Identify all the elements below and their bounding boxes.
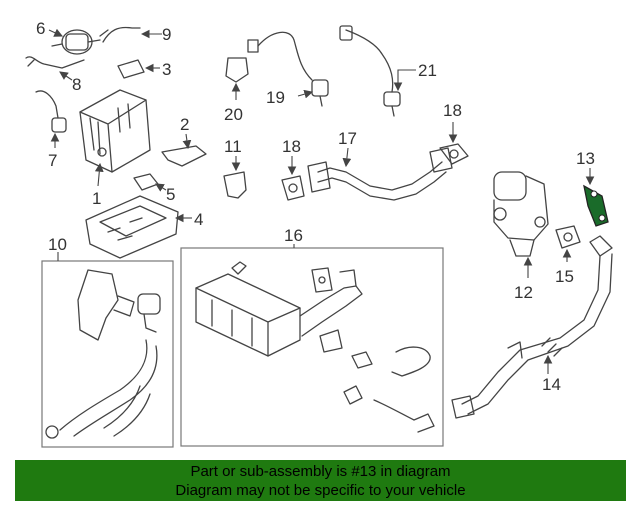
callout-10: 10	[48, 235, 67, 254]
callout-18-right: 18	[443, 101, 462, 120]
part-16-egr-cooler	[195, 261, 435, 433]
callout-15: 15	[555, 267, 574, 286]
callout-1: 1	[92, 189, 101, 208]
part-21-sensor	[339, 25, 401, 117]
callout-4: 4	[194, 210, 203, 229]
callout-7: 7	[48, 151, 57, 170]
callout-20: 20	[224, 105, 243, 124]
part-19-sensor	[257, 31, 329, 107]
part-4-tray	[85, 195, 179, 259]
part-18-gasket-2	[439, 143, 469, 165]
part-3-pad	[117, 59, 145, 79]
part-12-egr-valve	[493, 171, 549, 257]
callout-5: 5	[166, 185, 175, 204]
callout-17: 17	[338, 129, 357, 148]
callout-3: 3	[162, 60, 171, 79]
callout-8: 8	[72, 75, 81, 94]
sub-assembly-frame-16	[180, 247, 444, 447]
callout-14: 14	[542, 375, 561, 394]
callout-2: 2	[180, 115, 189, 134]
callout-12: 12	[514, 283, 533, 302]
callout-6: 6	[36, 19, 45, 38]
part-18-gasket	[281, 175, 305, 201]
callout-21: 21	[418, 61, 437, 80]
part-9-hose	[99, 26, 141, 43]
fitment-notice-line-2: Diagram may not be specific to your vehi…	[175, 482, 466, 499]
fitment-notice-banner: Part or sub-assembly is #13 in diagram D…	[15, 460, 626, 501]
part-1-canister	[79, 89, 151, 173]
part-11-connector	[223, 171, 247, 199]
callout-9: 9	[162, 25, 171, 44]
callout-13: 13	[576, 149, 595, 168]
callout-19: 19	[266, 88, 285, 107]
fitment-notice-line-1: Part or sub-assembly is #13 in diagram	[190, 463, 451, 480]
part-8-hose	[25, 56, 85, 69]
part-15-gasket	[555, 225, 581, 249]
callout-11: 11	[224, 137, 242, 156]
part-7-hose	[35, 90, 67, 133]
part-17-pipe	[307, 147, 453, 201]
part-20-bracket	[225, 39, 259, 83]
part-5-pad	[133, 173, 159, 191]
sub-assembly-frame-10	[41, 260, 174, 448]
leader-lines	[48, 28, 595, 374]
part-14-tube	[451, 235, 613, 419]
callout-18-left: 18	[282, 137, 301, 156]
part-10-assembly	[45, 269, 161, 439]
callout-16: 16	[284, 226, 303, 245]
part-13-gasket	[583, 184, 609, 227]
part-2-bracket	[161, 145, 207, 167]
parts-diagram: 6 9 3 8 7 1 2 5 4 10 20 19 21 11 18 17 1…	[25, 19, 613, 448]
part-6-valve	[51, 29, 101, 55]
